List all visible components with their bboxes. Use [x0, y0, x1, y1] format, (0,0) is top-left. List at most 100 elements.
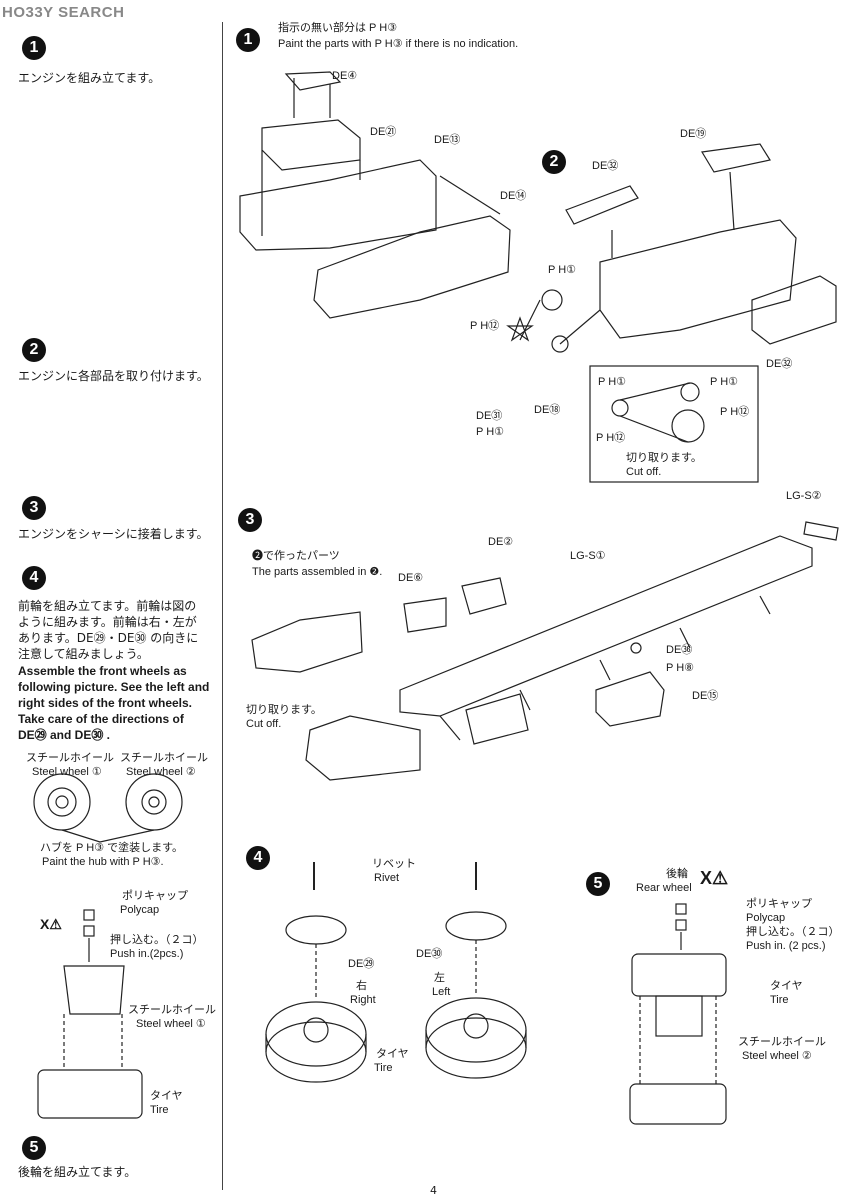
sidebar-step3-number: 3	[22, 496, 46, 520]
label-de2: DE②	[488, 536, 514, 548]
label-ph12-a: P H⑫	[470, 320, 500, 332]
main-step1-number: 1	[236, 28, 260, 52]
column-divider	[222, 22, 223, 1190]
step4-right-jp: 右	[356, 980, 367, 992]
step5-rear-wheel-drawing	[629, 903, 727, 1125]
sidebar-step2-number: 2	[22, 338, 46, 362]
main-step1-en: Paint the parts with P H③ if there is no…	[278, 38, 519, 50]
step5-polycap-en: Polycap	[746, 912, 786, 924]
step4-tire-jp: タイヤ	[376, 1048, 409, 1060]
label-de21: DE㉑	[370, 126, 397, 138]
step4-left-jp: 左	[434, 972, 445, 984]
sidebar-step2-text: エンジンに各部品を取り付けます。	[18, 369, 209, 383]
label-de32-top: DE㉜	[592, 160, 619, 172]
main-step4-number: 4	[246, 846, 270, 870]
sidebar-step4-jp-4: 注意して組みましょう。	[18, 647, 149, 661]
sidebar-step4-en-1: Assemble the front wheels as	[18, 664, 187, 678]
sidebar-step4-jp-3: あります。DE㉙・DE㉚ の向きに	[18, 631, 199, 645]
sidebar-polycap-en: Polycap	[120, 904, 160, 916]
sidebar-step3-text: エンジンをシャーシに接着します。	[18, 527, 209, 541]
label-lgs2: LG-S②	[786, 490, 822, 502]
sidebar-step4-en-3: right sides of the front wheels.	[18, 696, 193, 710]
sidebar-step4-jp-1: 前輪を組み立てます。前輪は図の	[18, 599, 197, 613]
sidebar-step4-jp-2: ように組みます。前輪は右・左が	[18, 615, 197, 629]
label-ph1-a: P H①	[548, 264, 576, 276]
step5-tire-en: Tire	[770, 994, 789, 1006]
step2-engine-drawing	[506, 143, 837, 483]
inset-label-ph1-right: P H①	[710, 376, 738, 388]
label-de14: DE⑭	[500, 190, 527, 202]
sidebar-tire-en: Tire	[150, 1104, 169, 1116]
step4-wheels-drawing	[265, 862, 527, 1083]
step4-de29: DE㉙	[348, 958, 375, 970]
label-de4: DE④	[332, 70, 358, 82]
site-logo: HO33Y SEARCH	[2, 4, 125, 21]
main-step3-number: 3	[238, 508, 262, 532]
sidebar-hub-en: Paint the hub with P H③.	[42, 856, 164, 868]
step5-steel-jp: スチールホイール	[738, 1036, 826, 1048]
inset-label-ph1-left: P H①	[598, 376, 626, 388]
label-de15: DE⑮	[692, 690, 719, 702]
sidebar-wheel1-en: Steel wheel ①	[32, 766, 102, 778]
step4-right-en: Right	[350, 994, 376, 1006]
step3-made-en: The parts assembled in ❷.	[252, 566, 383, 578]
label-de18: DE⑱	[534, 404, 561, 416]
sidebar-wheels-drawing	[33, 773, 183, 1119]
step4-rivet-jp: リベット	[372, 858, 416, 870]
sidebar-step4-number: 4	[22, 566, 46, 590]
label-lgs1: LG-S①	[570, 550, 606, 562]
main-step1-jp: 指示の無い部分は P H③	[278, 22, 398, 34]
step1-engine-drawing	[239, 71, 511, 319]
step3-made-jp: ❷で作ったパーツ	[252, 550, 340, 562]
label-de6: DE⑥	[398, 572, 424, 584]
step5-steel-en: Steel wheel ②	[742, 1050, 812, 1062]
step4-left-en: Left	[432, 986, 451, 998]
inset-cut-en: Cut off.	[626, 466, 662, 478]
main-step2-number: 2	[542, 150, 566, 174]
inset-label-ph12-left: P H⑫	[596, 432, 626, 444]
step4-de30: DE㉚	[416, 948, 443, 960]
step5-tire-jp: タイヤ	[770, 980, 803, 992]
main-step5-number: 5	[586, 872, 610, 896]
label-de36: DE㊱	[666, 644, 693, 656]
label-de13: DE⑬	[434, 134, 461, 146]
step5-rear-jp: 後輪	[666, 868, 688, 880]
sidebar-push-jp: 押し込む。（２コ）	[110, 934, 204, 946]
sidebar-step4-en-2: following picture. See the left and	[18, 680, 210, 694]
sidebar-step4-en-5: DE㉙ and DE㉚ .	[18, 728, 111, 742]
label-ph8: P H⑧	[666, 662, 694, 674]
sidebar-step5-number: 5	[22, 1136, 46, 1160]
step5-rear-en: Rear wheel	[636, 882, 692, 894]
sidebar-x-mark: X⚠	[40, 916, 62, 932]
page-number: 4	[430, 1184, 437, 1197]
label-de31: DE㉛	[476, 410, 503, 422]
step5-x-mark: X⚠	[700, 868, 729, 888]
sidebar-step1-number: 1	[22, 36, 46, 60]
sidebar-wheel2-jp: スチールホイール	[120, 752, 208, 764]
step3-chassis-drawing	[251, 521, 839, 781]
step5-polycap-jp: ポリキャップ	[746, 898, 812, 910]
inset-label-ph12-right: P H⑫	[720, 406, 750, 418]
sidebar-tire-jp: タイヤ	[150, 1090, 183, 1102]
sidebar-step1-text: エンジンを組み立てます。	[18, 71, 161, 85]
sidebar-step4-en-4: Take care of the directions of	[18, 712, 184, 726]
label-de19: DE⑲	[680, 128, 707, 140]
sidebar-polycap-jp: ポリキャップ	[122, 890, 188, 902]
sidebar-hub-jp: ハブを P H③ で塗装します。	[40, 842, 184, 854]
sidebar-push-en: Push in.(2pcs.)	[110, 948, 184, 960]
step5-push-en: Push in. (2 pcs.)	[746, 940, 826, 952]
label-ph1-b: P H①	[476, 426, 504, 438]
sidebar-steel-jp: スチールホイール	[128, 1004, 216, 1016]
sidebar-step5-text: 後輪を組み立てます。	[18, 1165, 137, 1179]
step4-tire-en: Tire	[374, 1062, 393, 1074]
inset-cut-jp: 切り取ります。	[626, 452, 702, 464]
step3-cut-en: Cut off.	[246, 718, 282, 730]
sidebar-steel-en: Steel wheel ①	[136, 1018, 206, 1030]
step3-cut-jp: 切り取ります。	[246, 704, 322, 716]
label-de32-right: DE㉜	[766, 358, 793, 370]
step5-push-jp: 押し込む。（２コ）	[746, 926, 840, 938]
step4-rivet-en: Rivet	[374, 872, 400, 884]
sidebar-wheel2-en: Steel wheel ②	[126, 766, 196, 778]
sidebar-wheel1-jp: スチールホイール	[26, 752, 114, 764]
